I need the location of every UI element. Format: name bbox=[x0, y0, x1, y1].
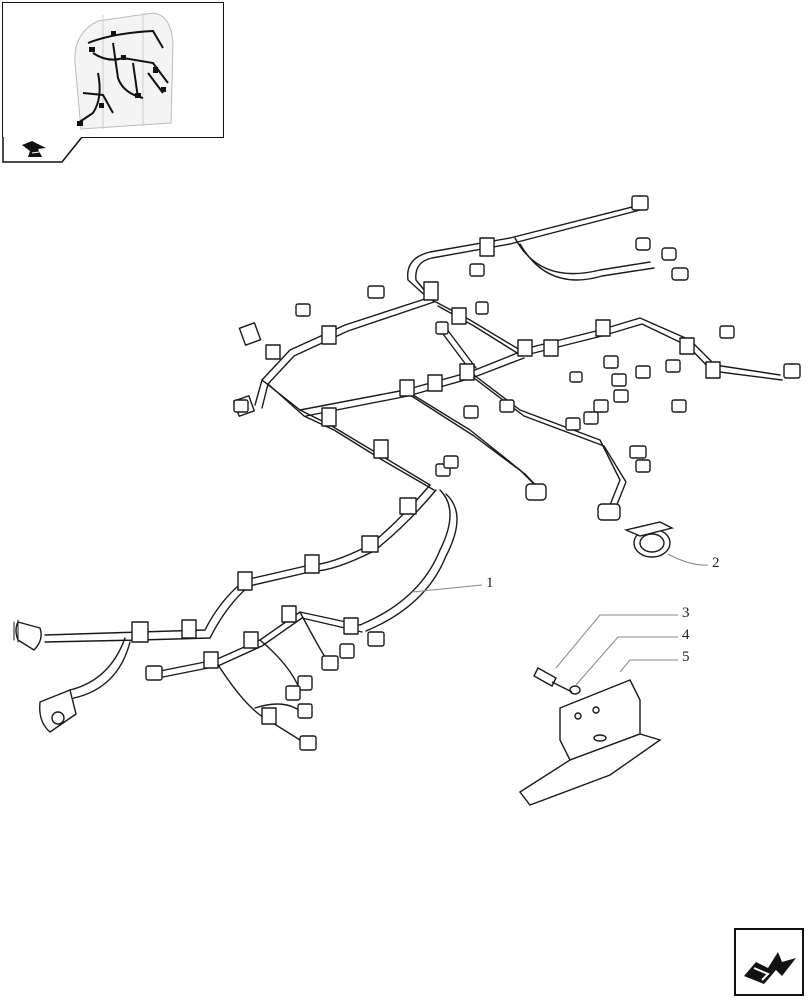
callout-leaders bbox=[411, 553, 709, 686]
callout-4: 4 bbox=[682, 627, 690, 643]
harness-trunk-lower bbox=[44, 484, 458, 741]
callout-1: 1 bbox=[486, 575, 494, 591]
cable-tie bbox=[623, 521, 675, 558]
overview-thumbnail bbox=[2, 2, 224, 138]
callout-3: 3 bbox=[682, 605, 690, 621]
harness-connectors bbox=[145, 195, 801, 751]
tractor-cab-thumbnail-icon bbox=[74, 12, 174, 130]
bracket-assembly bbox=[518, 667, 662, 806]
round-plugs bbox=[13, 619, 77, 733]
harness-trunk-upper bbox=[254, 204, 783, 409]
next-page-arrow-icon bbox=[744, 952, 796, 984]
next-page-button[interactable] bbox=[734, 928, 804, 996]
callout-2: 2 bbox=[712, 555, 720, 571]
prev-page-tab[interactable] bbox=[2, 136, 83, 163]
harness-clips bbox=[131, 237, 721, 725]
callout-5: 5 bbox=[682, 649, 690, 665]
previous-page-arrow-icon bbox=[22, 141, 47, 157]
